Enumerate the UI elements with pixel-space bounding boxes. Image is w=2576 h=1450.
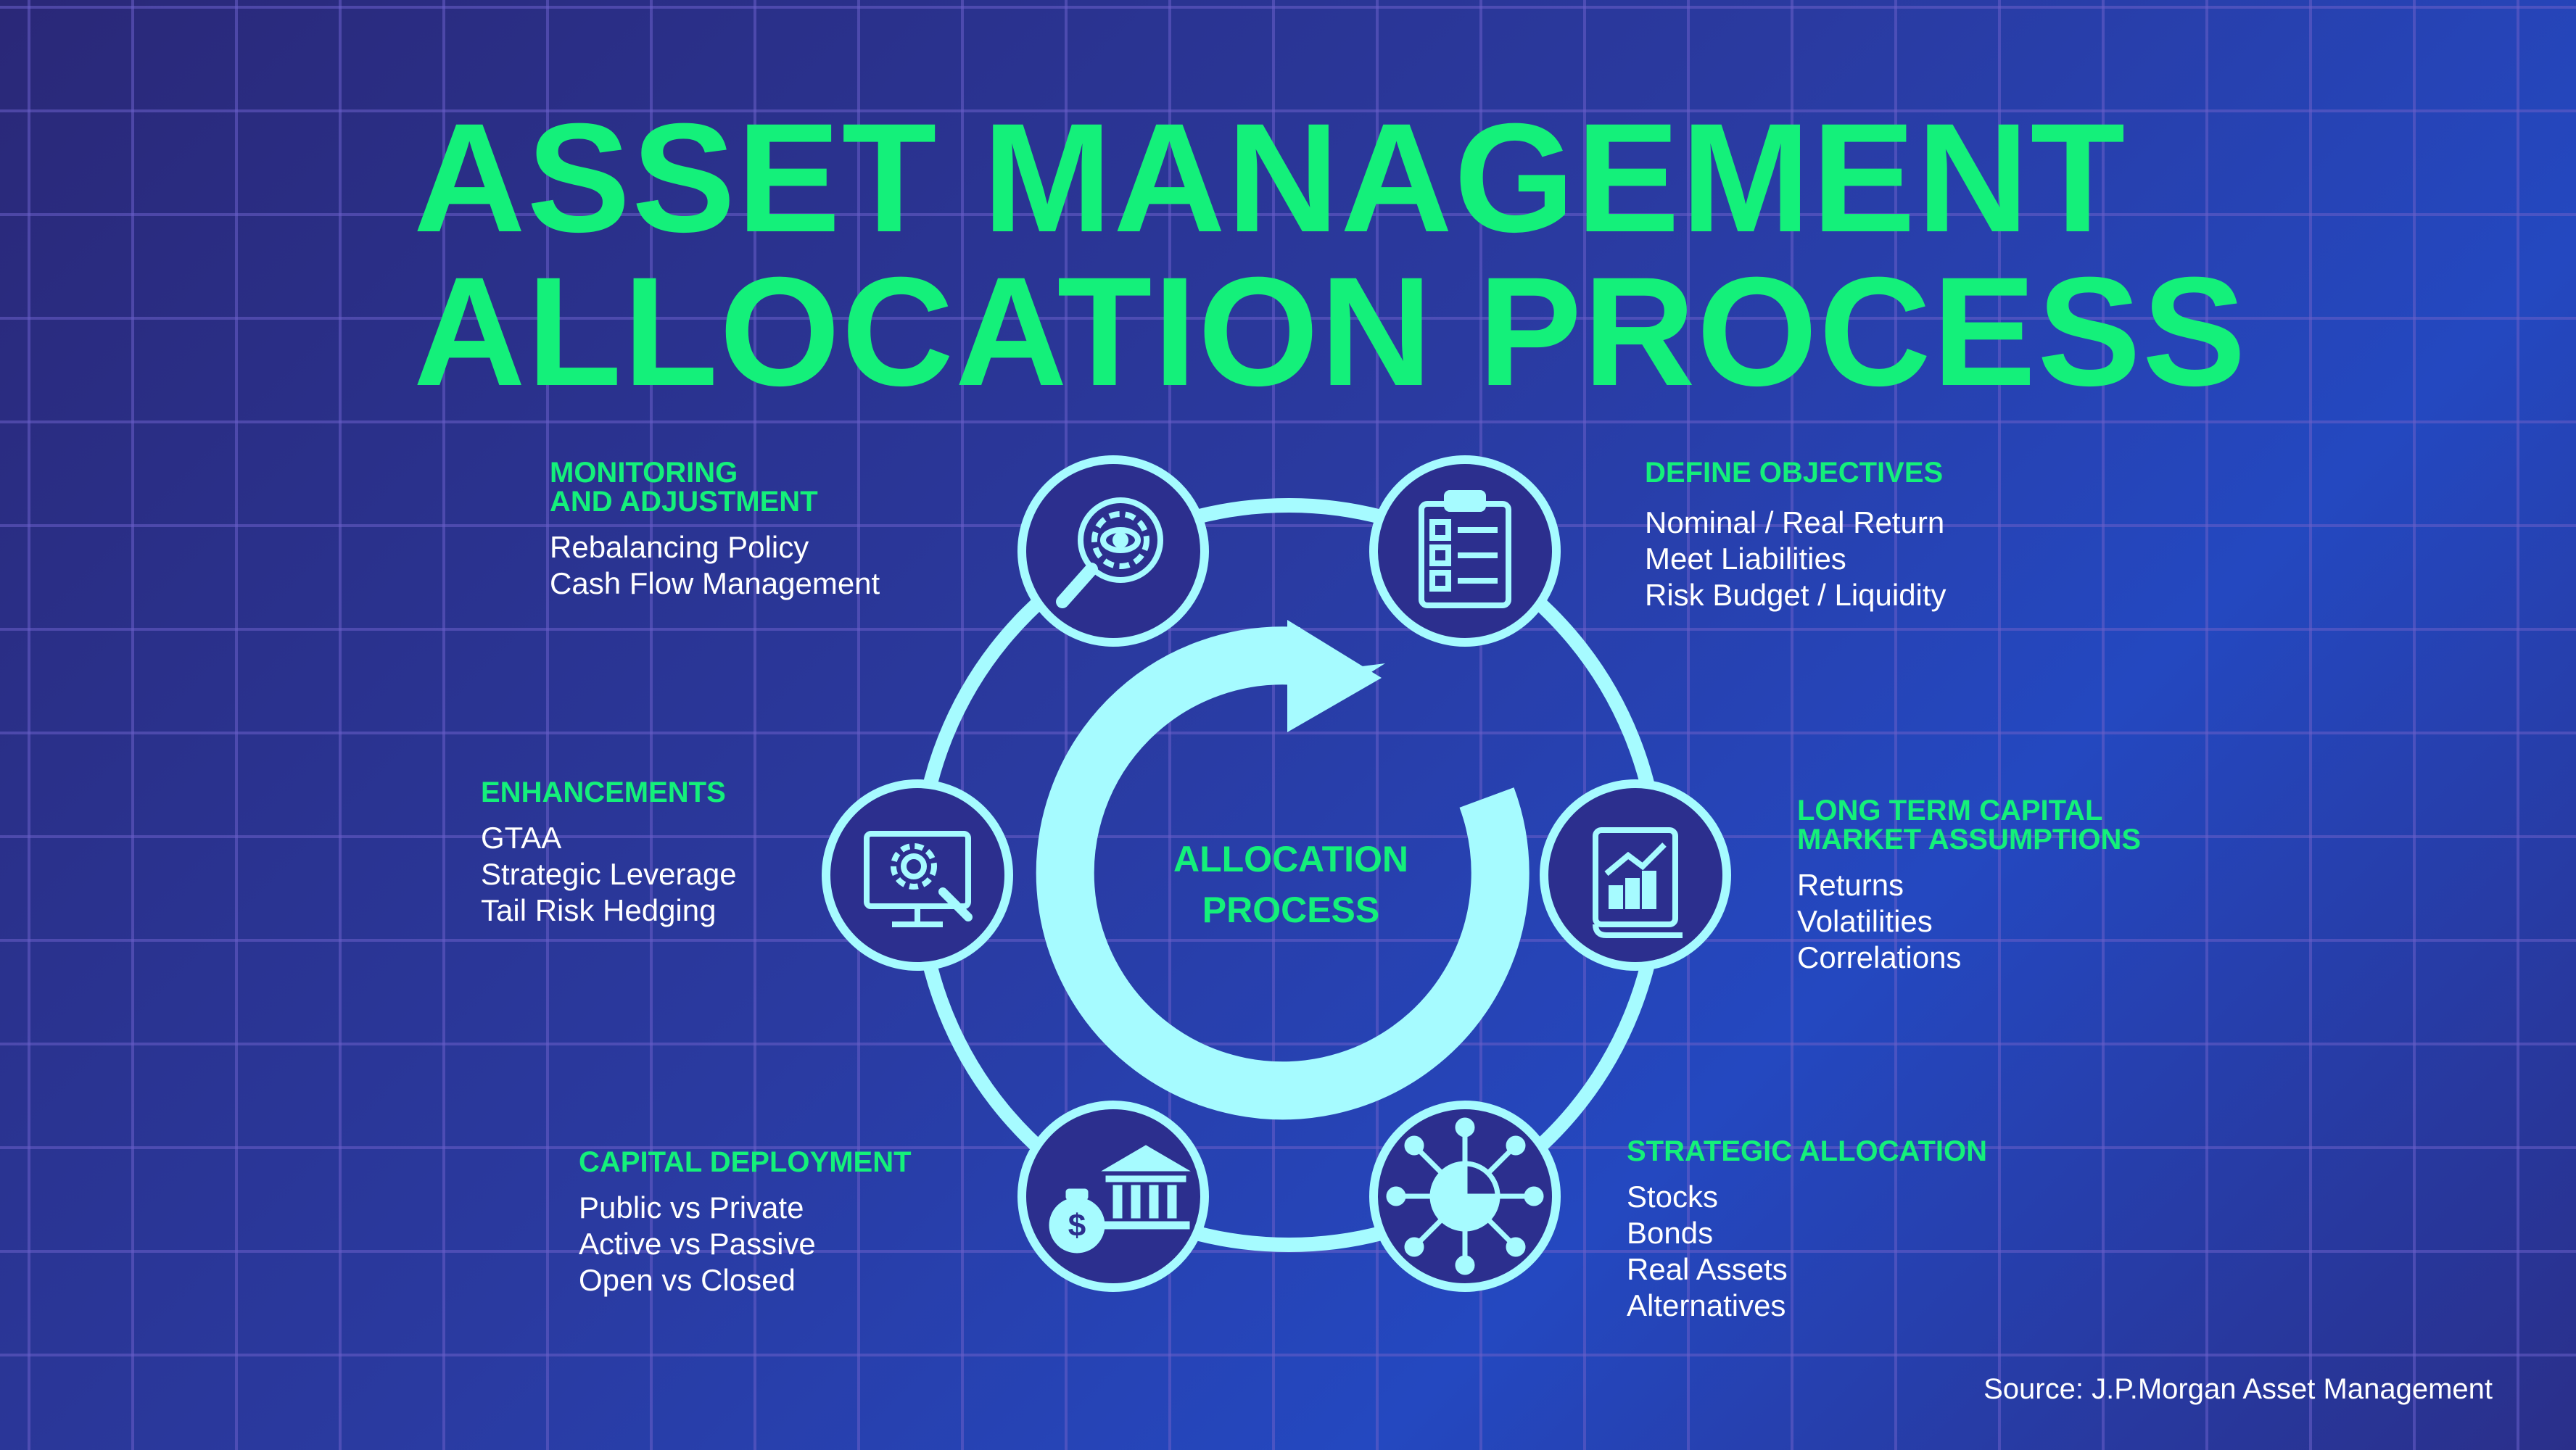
strategic-allocation-node [1369,1101,1561,1292]
capital-deployment-block: CAPITAL DEPLOYMENT Public vs Private Act… [579,1148,912,1298]
list-item: Tail Risk Hedging [481,893,717,927]
page-title: ASSET MANAGEMENT ALLOCATION PROCESS [413,91,2247,418]
center-label-line-2: PROCESS [1202,890,1380,930]
list-item: Stocks [1627,1180,1719,1214]
capital-deployment-heading: CAPITAL DEPLOYMENT [579,1148,912,1177]
svg-text:$: $ [1068,1208,1086,1243]
list-item: Public vs Private [579,1190,804,1225]
list-item: Volatilities [1797,904,1933,938]
monitoring-heading-line-1: MONITORING [550,457,738,489]
enhancements-heading: ENHANCEMENTS [481,778,737,807]
long-term-heading-line-2: MARKET ASSUMPTIONS [1797,824,2142,856]
center-label-line-1: ALLOCATION [1173,839,1409,879]
title-line-1: ASSET MANAGEMENT [413,91,2127,265]
define-objectives-heading: DEFINE OBJECTIVES [1645,458,1947,487]
strategic-allocation-items: Stocks Bonds Real Assets Alternatives [1627,1179,1987,1324]
list-item: Returns [1797,868,1904,902]
long-term-node [1540,779,1731,971]
enhancements-block: ENHANCEMENTS GTAA Strategic Leverage Tai… [481,778,737,929]
monitoring-items: Rebalancing Policy Cash Flow Management [550,529,880,602]
enhancements-node [822,779,1013,971]
strategic-allocation-heading-line-1: STRATEGIC ALLOCATION [1627,1135,1987,1167]
long-term-heading-line-1: LONG TERM CAPITAL [1797,795,2103,826]
define-objectives-block: DEFINE OBJECTIVES Nominal / Real Return … [1645,458,1947,613]
list-item: Meet Liabilities [1645,542,1846,576]
list-item: Alternatives [1627,1288,1786,1322]
define-objectives-heading-line-1: DEFINE OBJECTIVES [1645,457,1944,489]
long-term-heading: LONG TERM CAPITAL MARKET ASSUMPTIONS [1797,796,2141,854]
define-objectives-node [1369,455,1561,647]
cycle-arrow-icon [1036,613,1530,1120]
list-item: Open vs Closed [579,1263,796,1297]
list-item: Bonds [1627,1216,1714,1250]
list-item: Rebalancing Policy [550,530,809,564]
long-term-block: LONG TERM CAPITAL MARKET ASSUMPTIONS Ret… [1797,796,2141,976]
monitoring-node [1017,455,1209,647]
pie-network-icon [1386,1117,1544,1275]
center-label: ALLOCATION PROCESS [1146,834,1436,935]
title-line-2: ALLOCATION PROCESS [413,245,2247,418]
list-item: Risk Budget / Liquidity [1645,578,1947,612]
list-item: Active vs Passive [579,1227,816,1261]
strategic-allocation-block: STRATEGIC ALLOCATION Stocks Bonds Real A… [1627,1137,1987,1324]
list-item: Strategic Leverage [481,857,737,891]
magnifier-gear-eye-icon [1056,497,1163,608]
monitoring-block: MONITORING AND ADJUSTMENT Rebalancing Po… [550,458,880,602]
report-chart-icon [1593,827,1683,938]
strategic-allocation-heading: STRATEGIC ALLOCATION [1627,1137,1987,1166]
list-item: Cash Flow Management [550,566,880,600]
source-credit: Source: J.P.Morgan Asset Management [1983,1373,2493,1405]
list-item: Correlations [1797,940,1962,974]
list-item: GTAA [481,821,562,855]
bank-moneybag-icon: $ [1049,1145,1191,1254]
monitor-code-gear-icon [864,831,973,927]
capital-deployment-items: Public vs Private Active vs Passive Open… [579,1190,912,1298]
enhancements-heading-line-1: ENHANCEMENTS [481,776,726,808]
define-objectives-items: Nominal / Real Return Meet Liabilities R… [1645,505,1947,613]
list-item: Nominal / Real Return [1645,505,1945,539]
monitoring-heading: MONITORING AND ADJUSTMENT [550,458,880,516]
monitoring-heading-line-2: AND ADJUSTMENT [550,486,818,518]
long-term-items: Returns Volatilities Correlations [1797,867,2141,976]
enhancements-items: GTAA Strategic Leverage Tail Risk Hedgin… [481,820,737,929]
capital-deployment-heading-line-1: CAPITAL DEPLOYMENT [579,1146,912,1178]
capital-deployment-node: $ [1017,1101,1209,1292]
clipboard-checklist-icon [1419,490,1511,608]
list-item: Real Assets [1627,1252,1788,1286]
